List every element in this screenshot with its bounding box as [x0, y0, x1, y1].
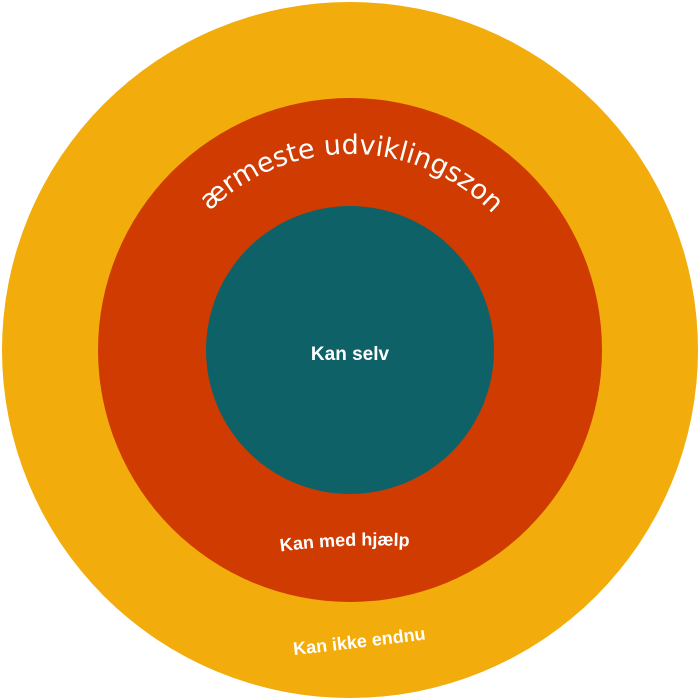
- inner-circle-can-alone: [206, 206, 494, 494]
- inner-zone-label: Kan selv: [311, 344, 390, 365]
